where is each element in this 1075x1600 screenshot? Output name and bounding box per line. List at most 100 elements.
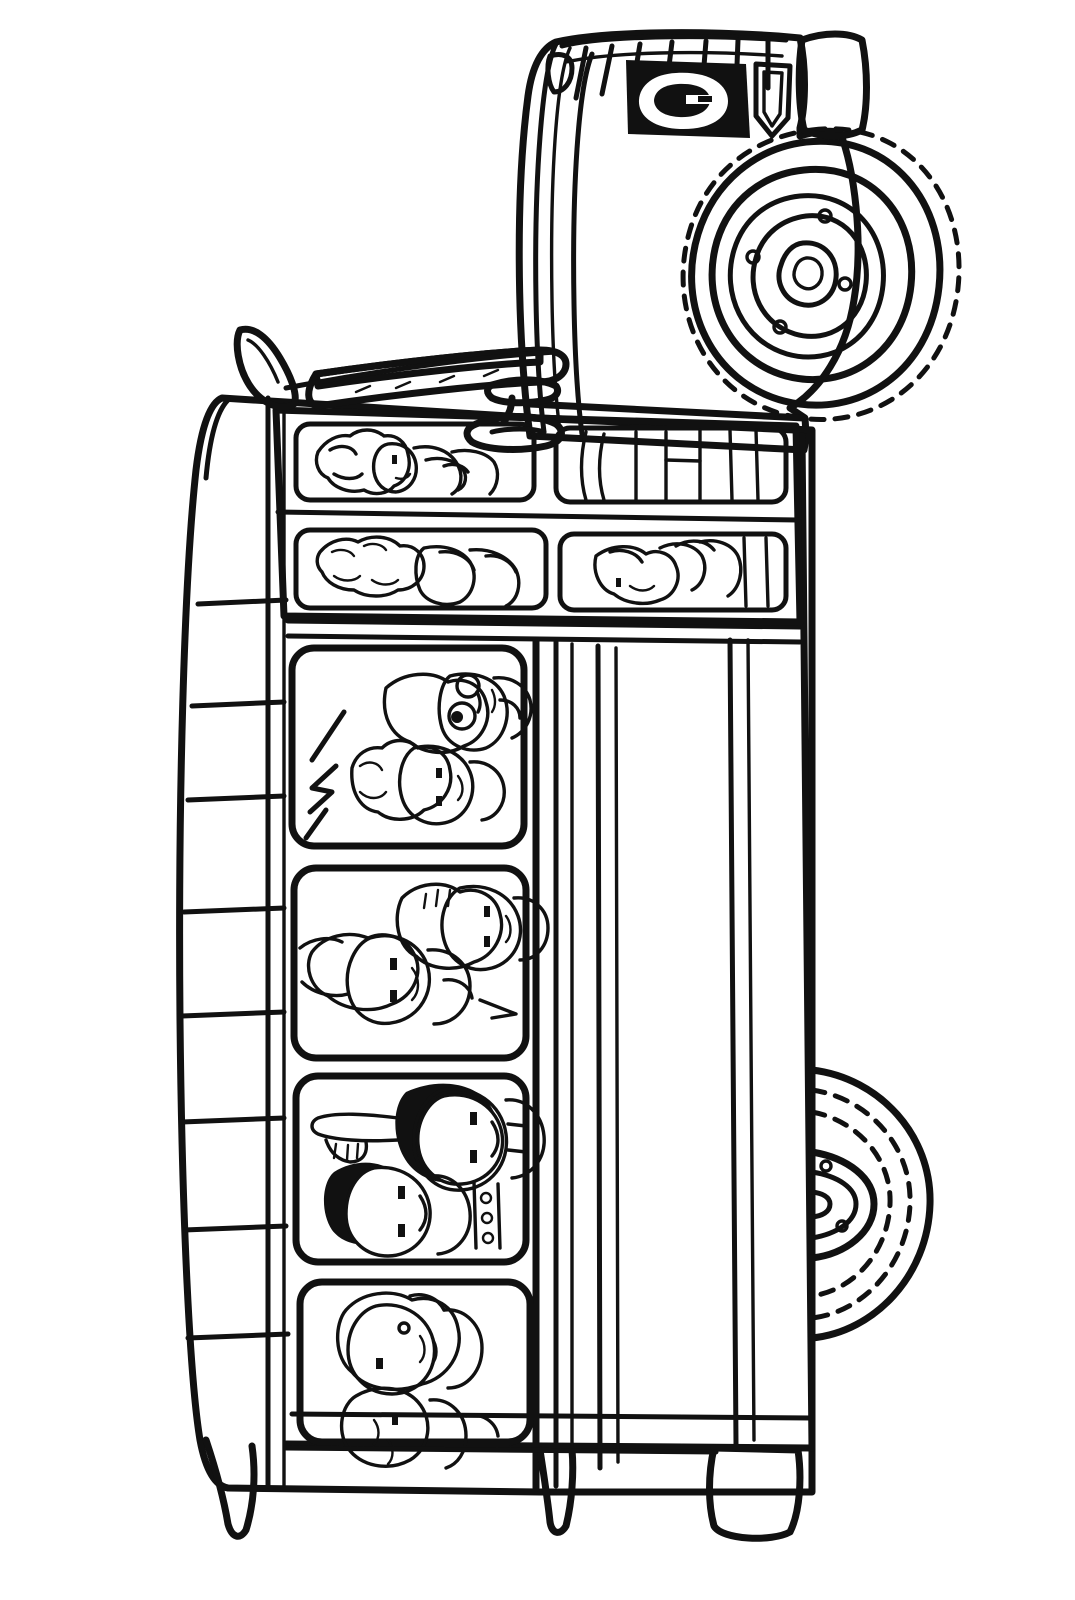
child-nose — [376, 1358, 383, 1369]
child-mouth — [504, 914, 512, 944]
window-4-frame — [296, 1278, 534, 1446]
child-mouth — [628, 584, 656, 592]
window-1-frame — [288, 644, 528, 850]
window-2-frame — [290, 864, 530, 1062]
shirt-placket — [496, 1182, 502, 1250]
ponytail-tail — [298, 936, 344, 950]
front-headlight — [753, 61, 793, 139]
seat-back-line — [728, 428, 734, 502]
vent-slot — [438, 374, 456, 384]
child-bob-hair — [335, 1291, 484, 1396]
eyeglass-bridge — [475, 690, 482, 714]
child-eye — [436, 768, 442, 778]
hood-side-contour — [571, 51, 595, 437]
child-mouth — [456, 774, 464, 802]
child-hair — [608, 548, 644, 564]
front-hub-center — [792, 256, 824, 291]
child-small — [339, 1386, 500, 1470]
side-mirror — [463, 376, 565, 453]
roof-front-corner — [203, 397, 231, 481]
pointing-arm — [310, 1112, 400, 1143]
stop-sign-arm-fold — [246, 338, 280, 384]
stop-sign-arm — [233, 325, 299, 411]
child-with-glasses — [382, 672, 533, 754]
child-curly-hair — [315, 535, 521, 608]
body-panel-seam — [179, 1115, 287, 1125]
child-eye — [392, 1414, 398, 1425]
shirt-placket — [472, 1180, 478, 1250]
child-collar — [442, 978, 474, 1000]
hood-louver — [573, 45, 589, 101]
driver-body — [450, 448, 500, 496]
front-lug-nut — [745, 249, 761, 265]
belt-line — [289, 1411, 815, 1421]
child-shoulder — [442, 1308, 484, 1390]
shirt-button — [480, 1211, 494, 1225]
shirt-button — [481, 1231, 495, 1245]
window-3 — [292, 1072, 546, 1266]
hair-curl — [358, 761, 384, 772]
seat-edge — [597, 432, 606, 502]
body-panel-seam — [189, 699, 287, 709]
hair-curl — [370, 578, 400, 586]
child-arm-raised — [658, 542, 707, 592]
front-lower-right-window — [557, 531, 789, 613]
short-hair-face — [440, 884, 523, 972]
body-outer-edge — [798, 432, 816, 1452]
mirror-bracket — [484, 376, 561, 407]
rear-tire-outer — [808, 1066, 934, 1342]
front-mirror-housing — [795, 30, 870, 140]
window-4 — [296, 1278, 534, 1470]
child-arm — [464, 1413, 500, 1438]
child-mouth — [410, 966, 420, 1002]
body-long-rail — [614, 646, 620, 1464]
front-cowl-line — [526, 400, 808, 422]
child-eye — [398, 1224, 405, 1237]
mud-flap-center — [536, 1446, 577, 1536]
front-hub-ring — [727, 193, 886, 360]
driver-hair-curl — [328, 444, 358, 456]
body-panel-seam — [179, 1009, 287, 1019]
child-eye — [397, 1321, 411, 1335]
dark-hair-face-2 — [344, 1165, 432, 1258]
motion-stroke — [303, 807, 329, 841]
hair-curl — [358, 790, 388, 800]
front-hub-cap — [776, 240, 839, 308]
front-lower-left-window — [293, 527, 549, 611]
child-shoulder — [426, 948, 472, 1026]
front-right-cab-window-frame — [553, 425, 789, 505]
body-long-rail — [746, 638, 756, 1442]
front-lug-nut — [817, 208, 833, 224]
driver-window — [293, 421, 537, 503]
child-curly-hair-2 — [350, 738, 453, 821]
child-face — [414, 545, 476, 607]
driver-face — [371, 442, 418, 494]
seat-back-line — [754, 428, 760, 502]
front-lower-left-window-frame — [293, 527, 549, 611]
roof-accessories — [233, 325, 570, 411]
bob-hair-fringe — [408, 1293, 446, 1312]
child-eye — [390, 958, 397, 970]
hood-louver — [599, 43, 615, 97]
collar-line — [506, 1148, 528, 1154]
body-panel-seam — [185, 1331, 291, 1341]
cab-band-frame — [272, 406, 804, 626]
motion-stroke — [309, 709, 347, 763]
vent-slot — [482, 368, 500, 378]
child-short-hair — [395, 882, 550, 972]
child-mouth — [418, 1334, 426, 1364]
child-mouth — [490, 1120, 500, 1158]
short-hair-shape — [395, 882, 504, 970]
bus-driver — [314, 428, 500, 496]
driver-eye — [392, 455, 397, 464]
lower-trim — [202, 1436, 804, 1542]
cab-band-divider — [275, 509, 801, 523]
body-long-rail — [727, 637, 739, 1447]
window-1 — [288, 644, 533, 850]
rear-tire-tread — [809, 1087, 913, 1321]
child-shoulder-2 — [430, 1174, 472, 1256]
child-eye — [470, 1112, 477, 1125]
child-cheek — [438, 550, 476, 572]
rear-hub-ring — [808, 1148, 878, 1262]
ponytail-tail — [300, 980, 350, 998]
